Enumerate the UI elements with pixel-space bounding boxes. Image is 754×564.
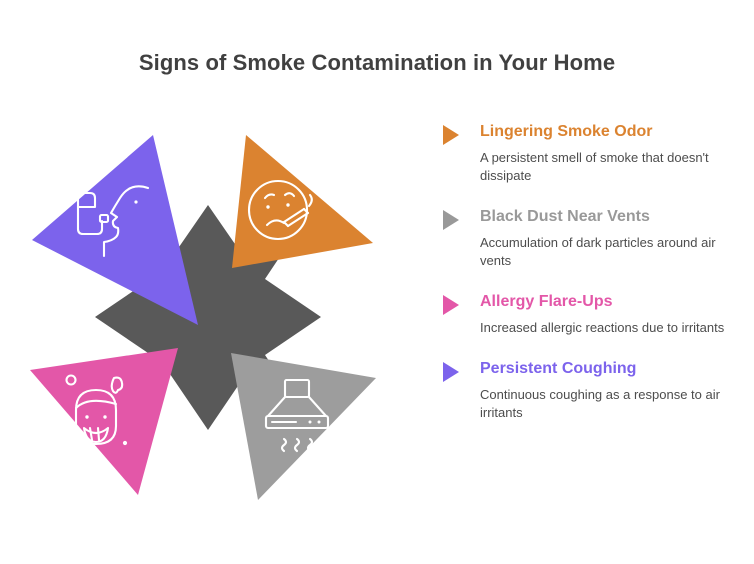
list-item-title: Persistent Coughing xyxy=(480,360,637,377)
allergy-face-particles-icon xyxy=(60,374,128,446)
smoking-face-cigarette-icon xyxy=(247,179,313,241)
range-hood-vent-smoke-icon xyxy=(264,378,330,453)
list-item-title: Allergy Flare-Ups xyxy=(480,293,613,310)
list-item-lingering-smoke-odor[interactable]: Lingering Smoke Odor A persistent smell … xyxy=(440,122,740,185)
list-item-title: Lingering Smoke Odor xyxy=(480,123,653,140)
list-item-description: A persistent smell of smoke that doesn't… xyxy=(480,150,709,183)
triangle-right-icon xyxy=(443,125,459,145)
triangle-right-icon xyxy=(443,362,459,382)
radial-diagram xyxy=(18,110,418,510)
list-item-description: Continuous coughing as a response to air… xyxy=(480,387,720,420)
list-item-description: Increased allergic reactions due to irri… xyxy=(480,320,725,335)
list-item-allergy-flare-ups[interactable]: Allergy Flare-Ups Increased allergic rea… xyxy=(440,292,740,337)
triangle-right-icon xyxy=(443,295,459,315)
wedge-bottom-right-gray xyxy=(231,353,376,500)
list-item-description: Accumulation of dark particles around ai… xyxy=(480,235,716,268)
wedge-top-right-orange xyxy=(232,135,373,268)
wedge-top-left-purple xyxy=(32,135,198,325)
list-item-persistent-coughing[interactable]: Persistent Coughing Continuous coughing … xyxy=(440,359,740,422)
list-item-black-dust-near-vents[interactable]: Black Dust Near Vents Accumulation of da… xyxy=(440,207,740,270)
signs-list: Lingering Smoke Odor A persistent smell … xyxy=(440,122,740,422)
list-item-title: Black Dust Near Vents xyxy=(480,208,650,225)
triangle-right-icon xyxy=(443,210,459,230)
wedge-bottom-left-pink xyxy=(30,348,178,495)
page-title: Signs of Smoke Contamination in Your Hom… xyxy=(138,50,616,75)
inhaler-coughing-face-icon xyxy=(76,185,150,258)
